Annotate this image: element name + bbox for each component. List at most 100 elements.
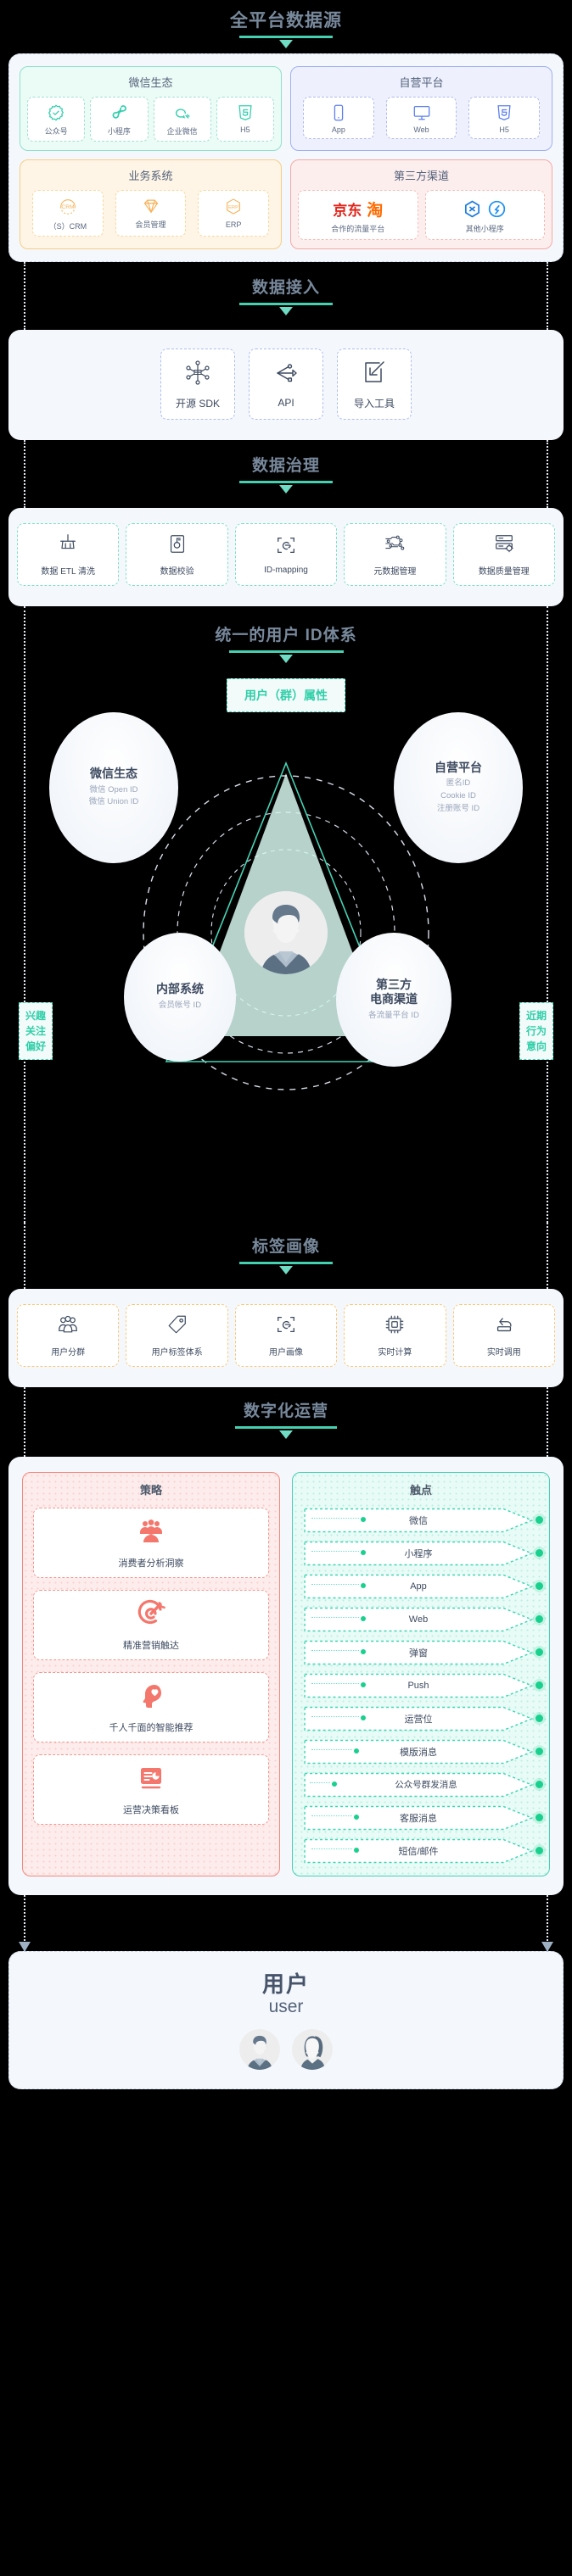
rail-left — [24, 262, 25, 331]
tags-card-realtime-compute[interactable]: 实时计算 — [344, 1303, 450, 1369]
section-title-tags: 标签画像 — [0, 1223, 572, 1274]
ingest-card-api[interactable]: API — [249, 348, 327, 424]
connector-to-user — [0, 1894, 572, 1952]
governance-card-id-mapping[interactable]: ID-mapping — [234, 523, 340, 589]
avatar — [244, 890, 328, 974]
user-attribute-box[interactable]: 用户（群）属性 — [227, 677, 345, 712]
touchpoint-item[interactable]: 弹窗 — [303, 1640, 543, 1665]
touchpoint-item[interactable]: 公众号群发消息 — [303, 1772, 543, 1798]
orb-id-1: 会员帐号 ID — [158, 1000, 202, 1010]
jd-taobao-logo: 京东 淘 — [333, 200, 384, 220]
tags-card-tag-system[interactable]: 用户标签体系 — [126, 1303, 232, 1369]
touchpoint-item[interactable]: 小程序 — [303, 1541, 543, 1566]
touchpoint-item[interactable]: 客服消息 — [303, 1805, 543, 1831]
touchpoint-shape — [303, 1838, 539, 1864]
card-label: 元数据管理 — [373, 567, 417, 577]
touchpoint-dot-left — [354, 1748, 359, 1754]
source-chip-erp[interactable]: ERP ERP — [198, 190, 270, 237]
avatar-male — [239, 2028, 280, 2070]
tags-card-user-profile[interactable]: 用户画像 — [234, 1303, 340, 1369]
card-label: ID-mapping — [264, 566, 308, 576]
touchpoint-shape — [303, 1805, 539, 1831]
data-source-groups: 微信生态 公众号 — [20, 66, 552, 250]
touchpoint-item[interactable]: Push — [303, 1673, 543, 1698]
strategy-card-precision-marketing[interactable]: 精准营销触达 — [33, 1589, 269, 1660]
ingest-card-import-tool[interactable]: 导入工具 — [337, 348, 415, 424]
target-icon — [137, 1599, 165, 1632]
touchpoint-item[interactable]: Web — [303, 1607, 543, 1632]
source-chip-web[interactable]: Web — [385, 97, 457, 140]
chip-label: （S）CRM — [48, 222, 87, 231]
tags-card-realtime-call[interactable]: 实时调用 — [452, 1303, 558, 1369]
source-chip-app[interactable]: App — [303, 97, 374, 140]
touchpoint-shape — [303, 1706, 539, 1731]
orb-id-2: 微信 Union ID — [88, 797, 139, 807]
governance-card-quality[interactable]: 数据质量管理 — [452, 523, 558, 589]
chip-label: 会员管理 — [135, 220, 166, 230]
face-scan-icon — [275, 534, 297, 560]
side-tag-line3: 意向 — [526, 1040, 547, 1052]
source-chip-crm[interactable]: CRM （S）CRM — [32, 190, 104, 237]
strategy-card-consumer-insight[interactable]: 消费者分析洞察 — [33, 1507, 269, 1578]
users-group-icon — [57, 1313, 79, 1340]
touchpoint-dot-left — [332, 1781, 337, 1787]
user-footer-panel: 用户 user — [8, 1950, 564, 2089]
orb-id-1: 微信 Open ID — [89, 784, 138, 795]
governance-card-metadata[interactable]: 元数据管理 — [344, 523, 450, 589]
orb-title: 微信生态 — [90, 767, 137, 781]
touchpoint-item[interactable]: App — [303, 1574, 543, 1599]
touchpoint-dot-right — [536, 1614, 543, 1623]
touchpoint-label: 小程序 — [404, 1548, 433, 1559]
touchpoint-dot-right — [536, 1681, 543, 1689]
touchpoint-lead-line — [311, 1550, 359, 1552]
chip-label: H5 — [240, 125, 250, 135]
source-chip-official-account[interactable]: 公众号 — [27, 97, 86, 142]
source-chip-membership[interactable]: 会员管理 — [115, 190, 187, 237]
work-wechat-icon — [173, 103, 192, 122]
touchpoint-dot-left — [361, 1648, 366, 1654]
side-tag-recent-behavior[interactable]: 近期 行为 意向 — [519, 1001, 553, 1060]
touchpoint-lead-line — [311, 1748, 352, 1750]
source-chip-mini-program[interactable]: 小程序 — [90, 97, 149, 142]
touchpoint-lead-line — [311, 1517, 359, 1519]
ingest-card-sdk[interactable]: 开源 SDK — [160, 348, 238, 424]
governance-panel: 数据 ETL 清洗 数据校验 — [8, 508, 564, 607]
section-title-id-system: 统一的用户 ID体系 — [0, 606, 572, 663]
source-chip-work-wechat[interactable]: 企业微信 — [153, 97, 211, 142]
id-orb-wechat[interactable]: 微信生态 微信 Open ID 微信 Union ID — [49, 711, 178, 863]
source-chip-h5-own[interactable]: H5 — [468, 97, 541, 140]
touchpoint-item[interactable]: 微信 — [303, 1508, 543, 1533]
title-arrow-icon — [279, 484, 293, 493]
touchpoint-lead-line — [311, 1815, 352, 1816]
tags-card-user-segment[interactable]: 用户分群 — [16, 1303, 122, 1369]
touchpoint-lead-line — [311, 1616, 359, 1618]
user-avatar-icon — [244, 890, 328, 974]
section-title-text: 数据治理 — [251, 457, 320, 476]
id-orb-third-party-ecommerce[interactable]: 第三方 电商渠道 各流量平台 ID — [336, 932, 451, 1067]
touchpoint-item[interactable]: 模版消息 — [303, 1739, 543, 1765]
source-chip-h5-wechat[interactable]: H5 — [216, 97, 274, 142]
touchpoint-item[interactable]: 短信/邮件 — [303, 1838, 543, 1864]
card-label: 消费者分析洞察 — [118, 1558, 184, 1569]
source-chip-other-mini-program[interactable]: 其他小程序 — [424, 190, 545, 241]
touchpoint-lead-line — [311, 1583, 359, 1585]
card-label: 运营决策看板 — [123, 1804, 179, 1815]
source-chip-partner-traffic[interactable]: 京东 淘 合作的流量平台 — [298, 190, 418, 241]
side-tag-interest[interactable]: 兴趣 关注 偏好 — [19, 1001, 53, 1060]
id-orb-own-platform[interactable]: 自营平台 匿名ID Cookie ID 注册账号 ID — [394, 711, 523, 863]
touchpoint-lead-line — [311, 1682, 359, 1684]
group-title: 自营平台 — [399, 76, 444, 90]
id-orb-internal-system[interactable]: 内部系统 会员帐号 ID — [124, 932, 236, 1062]
face-scan-icon — [275, 1313, 297, 1340]
strategy-card-decision-dashboard[interactable]: 运营决策看板 — [33, 1754, 269, 1825]
chip-label: 小程序 — [107, 127, 131, 137]
touchpoint-dot-right — [536, 1515, 543, 1524]
column-title: 触点 — [409, 1483, 432, 1497]
html5-icon — [495, 103, 513, 122]
title-arrow-icon — [279, 40, 293, 49]
strategy-card-smart-recommend[interactable]: 千人千面的智能推荐 — [33, 1671, 269, 1742]
governance-card-verify[interactable]: 数据校验 — [126, 523, 232, 589]
governance-card-etl[interactable]: 数据 ETL 清洗 — [16, 523, 122, 589]
touchpoint-item[interactable]: 运营位 — [303, 1706, 543, 1731]
title-arrow-icon — [279, 654, 293, 663]
